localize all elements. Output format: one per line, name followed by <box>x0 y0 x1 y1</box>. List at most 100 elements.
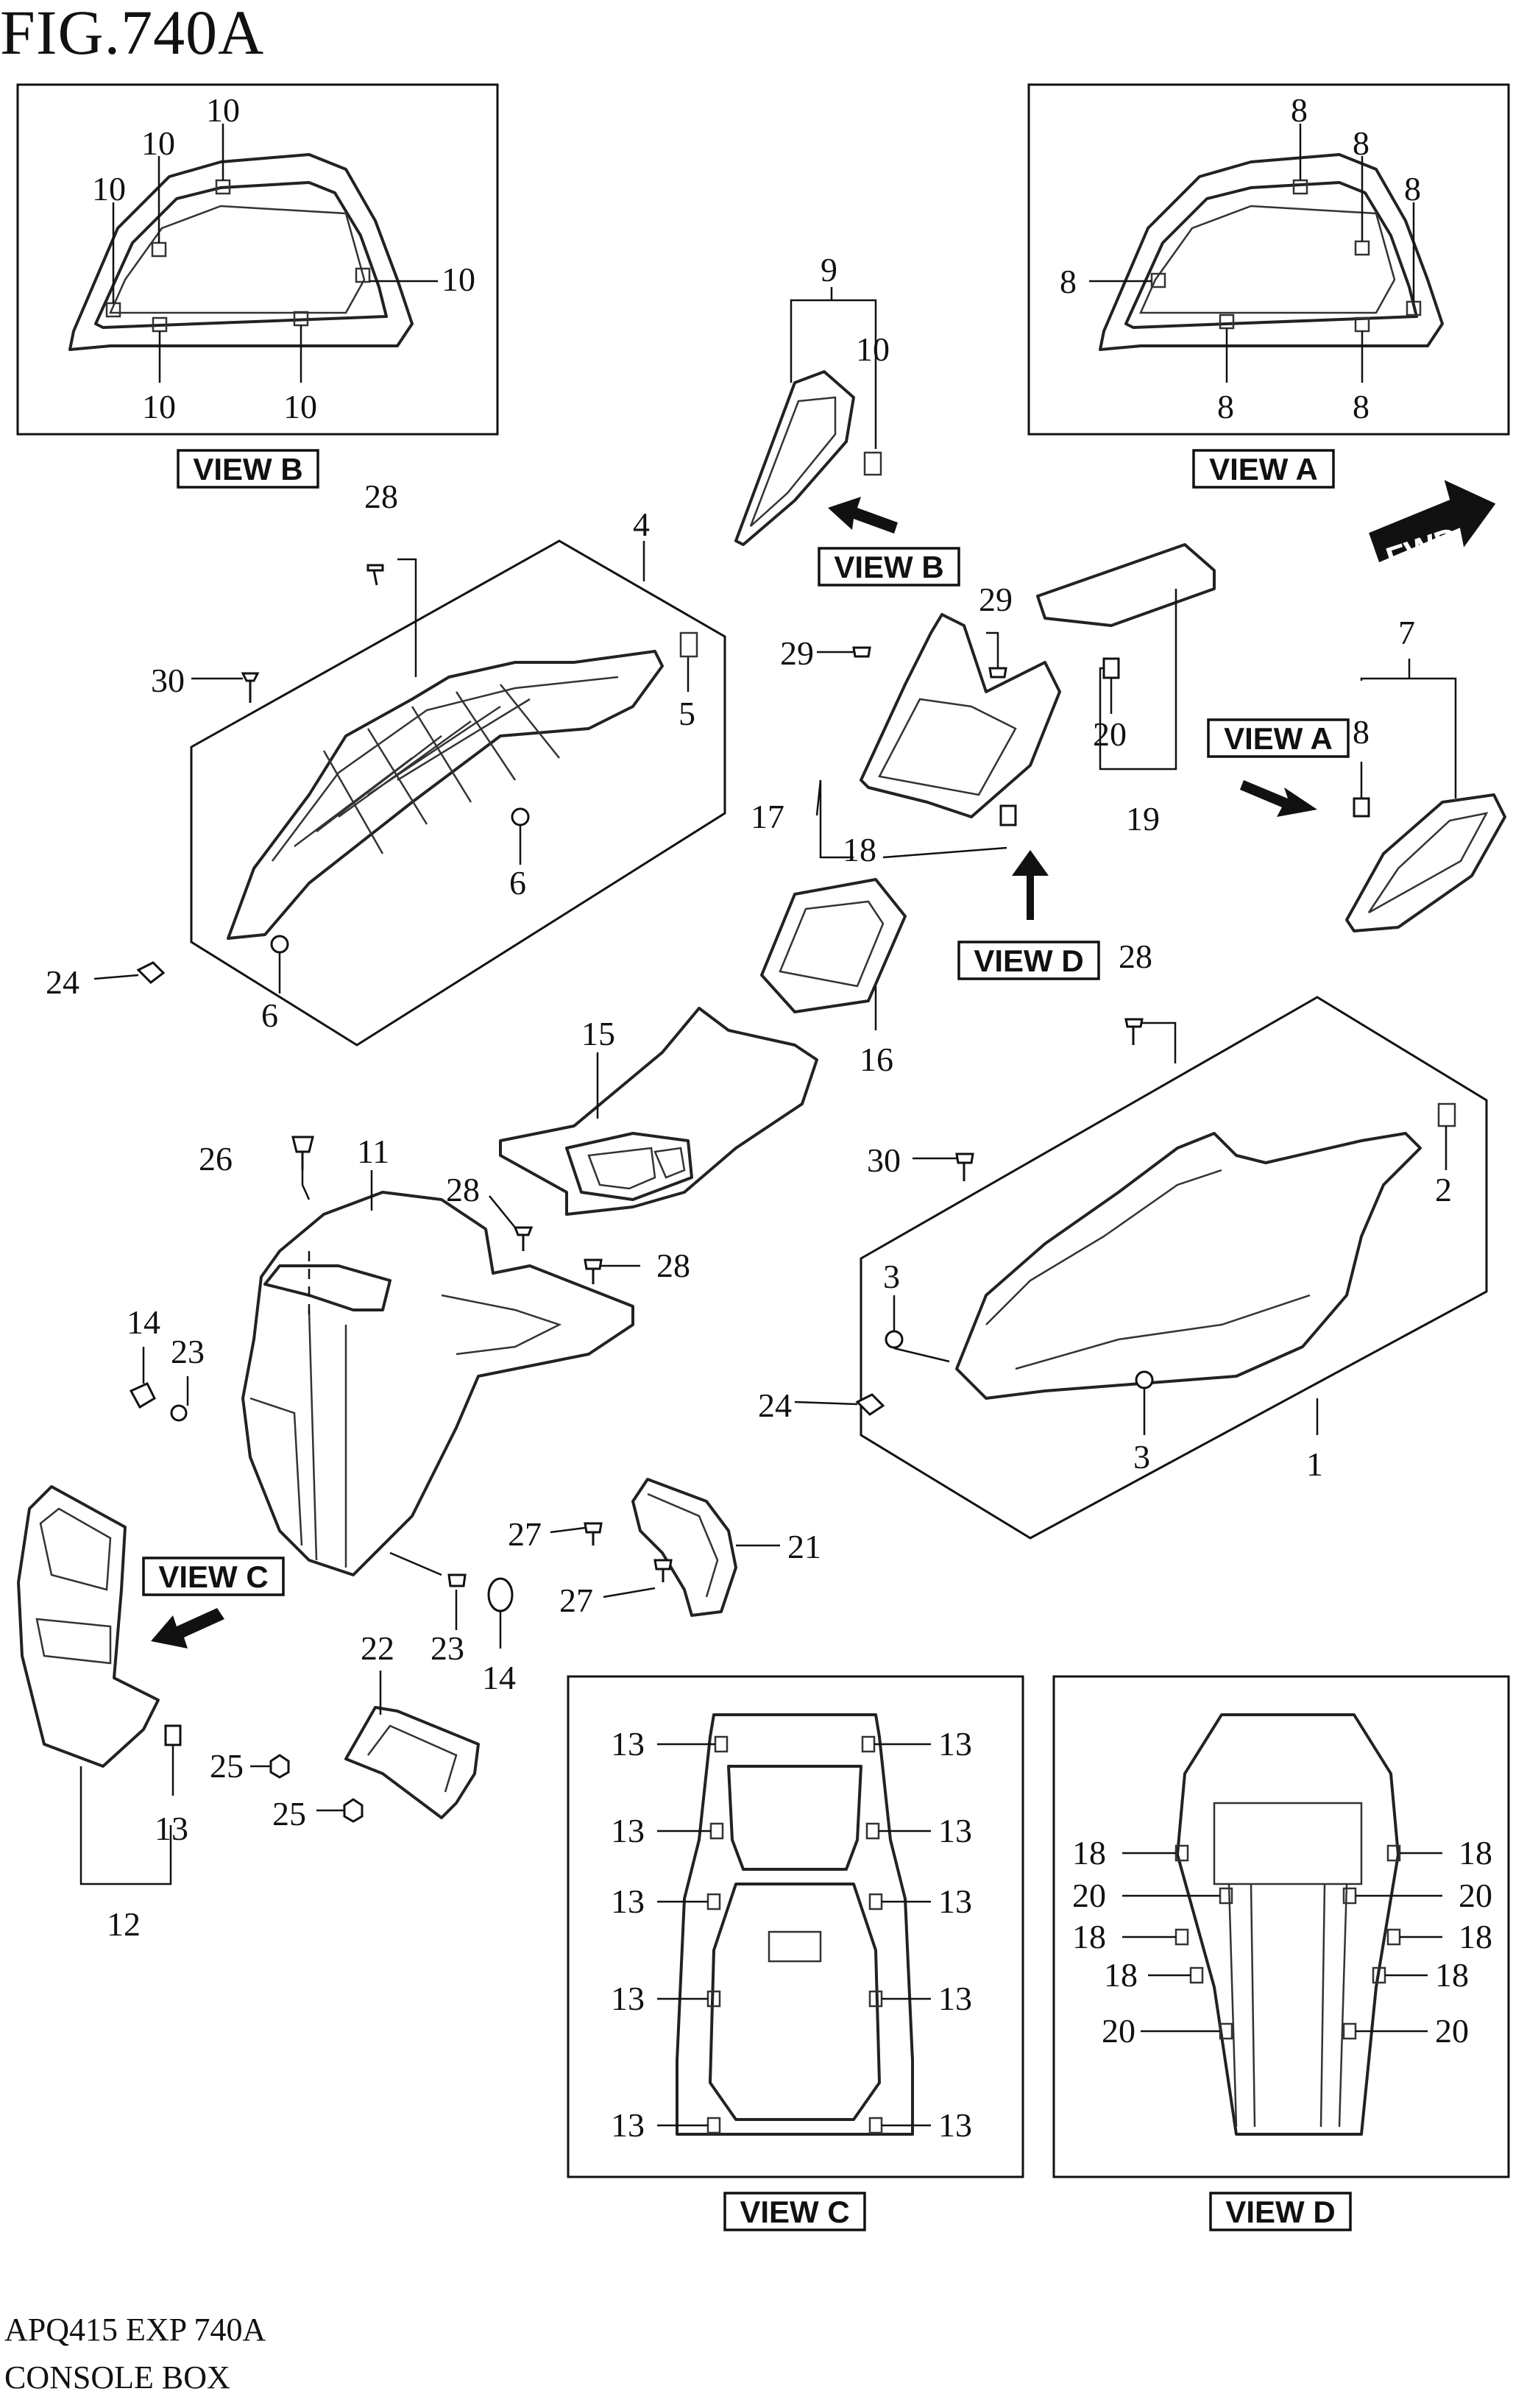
callout-22: 22 <box>361 1629 394 1667</box>
part-7-bezel: 7 8 <box>1345 614 1506 932</box>
callout-19: 19 <box>1126 800 1160 838</box>
callout-17: 17 <box>751 798 784 835</box>
view-a-arrow-icon <box>1240 780 1317 817</box>
view-a-detail: 8 8 8 8 8 8 <box>1027 83 1510 436</box>
callout-27: 27 <box>508 1515 542 1553</box>
svg-text:VIEW B: VIEW B <box>193 452 302 486</box>
callout-18: 18 <box>1459 1834 1492 1871</box>
part-4-assembly: 4 28 30 5 6 6 24 <box>46 478 726 1047</box>
callout-29: 29 <box>780 634 814 672</box>
callout-6: 6 <box>261 996 278 1034</box>
view-d-arrow-icon <box>1012 850 1049 920</box>
callout-3: 3 <box>1133 1438 1150 1476</box>
callout-10: 10 <box>206 91 240 129</box>
view-c-pointer-caption: VIEW C <box>142 1557 285 1649</box>
callout-13: 13 <box>611 1980 645 2017</box>
callout-13: 13 <box>938 1980 972 2017</box>
callout-24: 24 <box>758 1387 792 1424</box>
view-c-detail: 13 13 13 13 13 13 13 13 13 13 <box>567 1675 1024 2178</box>
callout-20: 20 <box>1459 1877 1492 1914</box>
callout-20: 20 <box>1072 1877 1106 1914</box>
callout-13: 13 <box>611 1725 645 1763</box>
svg-text:VIEW D: VIEW D <box>1225 2195 1335 2229</box>
callout-25: 25 <box>210 1747 244 1785</box>
view-d-caption: VIEW D <box>1209 2192 1352 2231</box>
svg-text:VIEW A: VIEW A <box>1224 721 1333 756</box>
callout-8: 8 <box>1353 388 1370 425</box>
callout-28: 28 <box>364 478 398 515</box>
callout-10: 10 <box>141 124 175 162</box>
part-11-console: 11 26 28 28 14 23 23 14 <box>127 1133 690 1696</box>
callout-13: 13 <box>155 1810 188 1847</box>
callout-18: 18 <box>843 831 876 868</box>
figure-title: FIG.740A <box>0 0 265 68</box>
figure-code: APQ415 EXP 740A <box>4 2312 266 2348</box>
callout-13: 13 <box>938 2106 972 2144</box>
callout-8: 8 <box>1060 263 1077 300</box>
part-16-frame: 16 <box>760 878 907 1078</box>
callout-8: 8 <box>1353 713 1370 751</box>
part-9-bezel: 9 10 <box>734 251 898 546</box>
callout-13: 13 <box>938 1725 972 1763</box>
view-a-pointer-caption: VIEW A <box>1207 718 1350 817</box>
callout-8: 8 <box>1217 388 1234 425</box>
fwd-arrow-icon: FWD <box>1369 480 1496 578</box>
callout-30: 30 <box>151 662 185 699</box>
callout-14: 14 <box>482 1659 516 1696</box>
svg-text:VIEW C: VIEW C <box>740 2195 849 2229</box>
part-1-assembly: 28 30 2 3 3 24 1 <box>758 938 1488 1540</box>
callout-28: 28 <box>656 1247 690 1284</box>
view-a-caption: VIEW A <box>1192 449 1335 489</box>
callout-20: 20 <box>1102 2012 1135 2050</box>
svg-text:VIEW A: VIEW A <box>1209 452 1318 486</box>
callout-6: 6 <box>509 864 526 902</box>
view-b-pointer-caption: VIEW B <box>818 547 960 587</box>
callout-10: 10 <box>92 170 126 208</box>
callout-23: 23 <box>171 1333 205 1370</box>
callout-18: 18 <box>1104 1956 1138 1994</box>
callout-1: 1 <box>1306 1445 1323 1483</box>
callout-15: 15 <box>581 1015 615 1052</box>
callout-13: 13 <box>938 1883 972 1920</box>
view-d-detail: 18 18 20 20 18 18 18 18 20 20 <box>1052 1675 1510 2178</box>
part-22-bracket: 22 25 25 <box>210 1629 480 1832</box>
view-b-detail: 10 10 10 10 10 10 <box>16 83 499 436</box>
callout-13: 13 <box>611 1883 645 1920</box>
callout-10: 10 <box>442 261 475 298</box>
callout-2: 2 <box>1435 1171 1452 1208</box>
svg-text:VIEW C: VIEW C <box>158 1559 268 1594</box>
callout-8: 8 <box>1404 170 1421 208</box>
callout-18: 18 <box>1459 1918 1492 1955</box>
callout-7: 7 <box>1398 614 1415 651</box>
svg-text:VIEW D: VIEW D <box>974 943 1083 978</box>
callout-13: 13 <box>938 1812 972 1849</box>
view-b-arrow-icon <box>828 497 898 534</box>
view-c-arrow-icon <box>151 1608 224 1649</box>
view-c-caption: VIEW C <box>723 2192 866 2231</box>
callout-11: 11 <box>357 1133 389 1170</box>
callout-10: 10 <box>283 388 317 425</box>
callout-5: 5 <box>678 695 695 732</box>
view-b-caption: VIEW B <box>177 449 319 489</box>
callout-28: 28 <box>1119 938 1152 975</box>
callout-20: 20 <box>1435 2012 1469 2050</box>
part-12-panel: 12 13 <box>17 1485 188 1943</box>
svg-text:VIEW B: VIEW B <box>834 550 943 584</box>
part-21-bracket: 27 27 21 <box>508 1478 821 1619</box>
callout-13: 13 <box>611 1812 645 1849</box>
part-17-shift-housing: 29 29 20 19 17 18 <box>751 543 1216 868</box>
callout-18: 18 <box>1435 1956 1469 1994</box>
callout-8: 8 <box>1353 124 1370 162</box>
callout-23: 23 <box>430 1629 464 1667</box>
callout-9: 9 <box>821 251 837 288</box>
figure-name: CONSOLE BOX <box>4 2359 230 2395</box>
callout-26: 26 <box>199 1140 233 1178</box>
callout-18: 18 <box>1072 1834 1106 1871</box>
callout-12: 12 <box>107 1905 141 1943</box>
callout-20: 20 <box>1093 715 1127 753</box>
callout-18: 18 <box>1072 1918 1106 1955</box>
callout-29: 29 <box>979 581 1013 618</box>
callout-28: 28 <box>446 1171 480 1208</box>
callout-3: 3 <box>883 1258 900 1295</box>
callout-30: 30 <box>867 1141 901 1179</box>
